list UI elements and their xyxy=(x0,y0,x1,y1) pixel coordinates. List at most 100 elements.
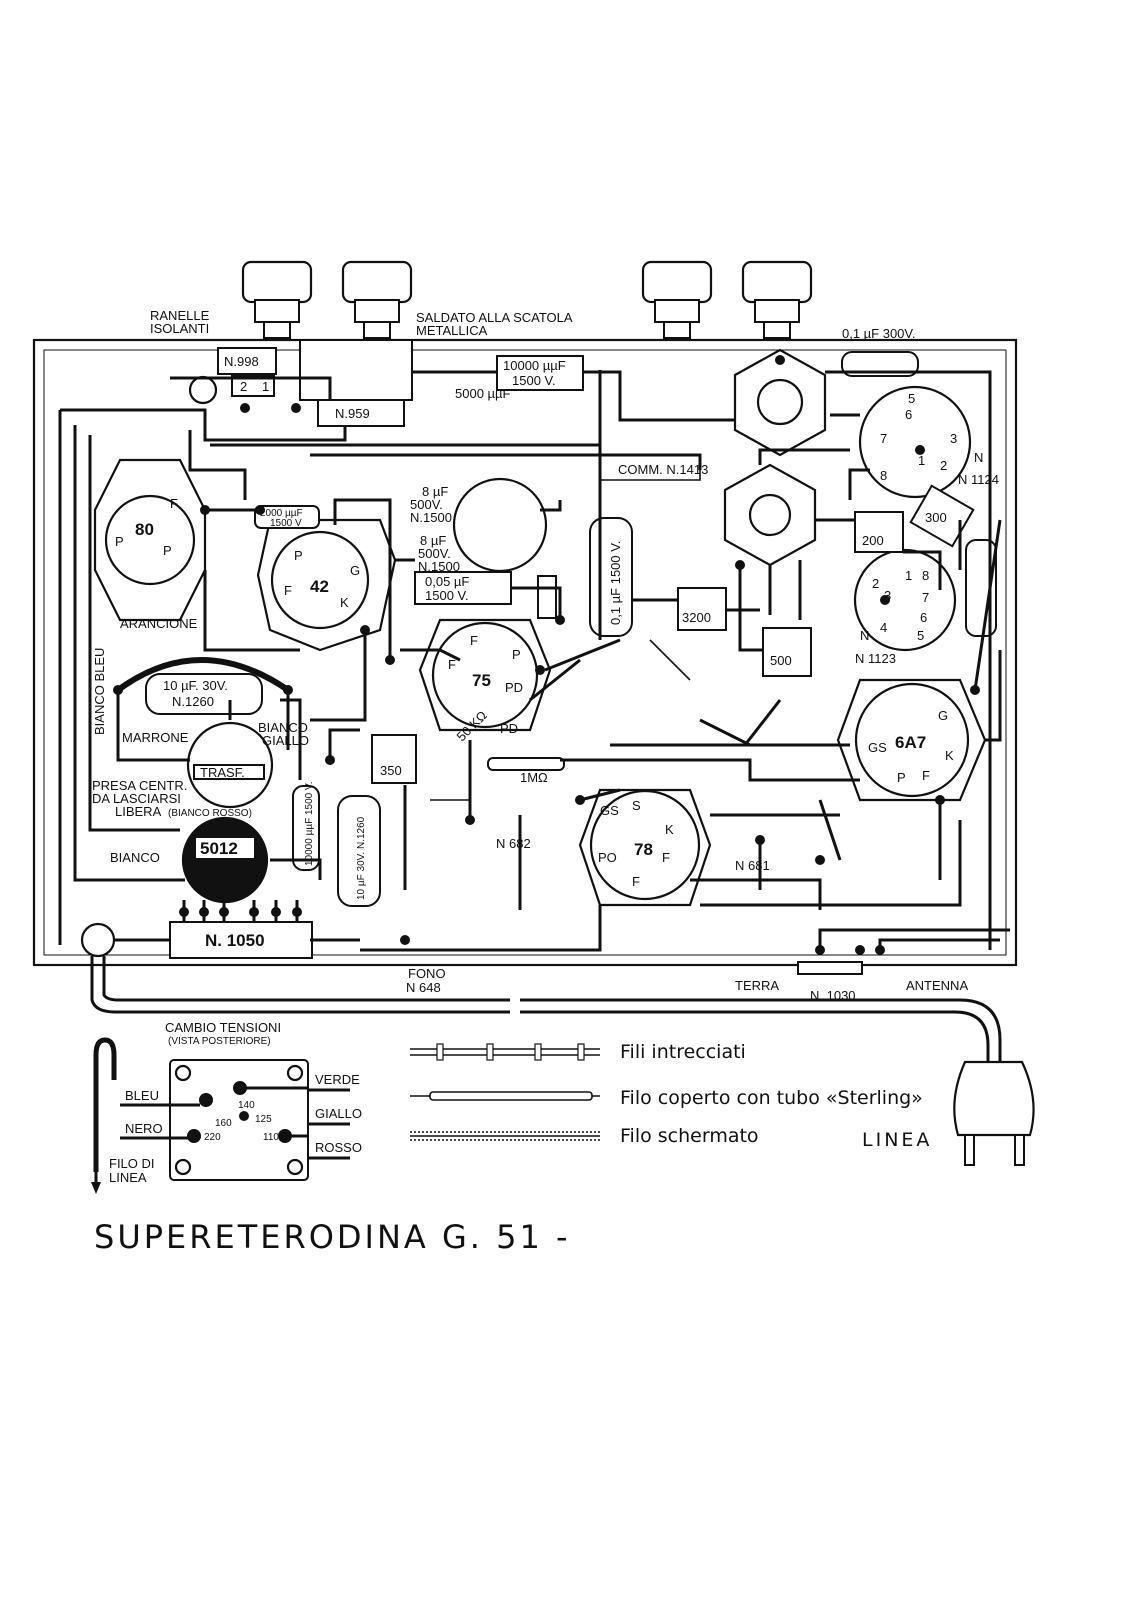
svg-text:N.1260: N.1260 xyxy=(172,694,214,709)
svg-text:N.1500: N.1500 xyxy=(418,559,460,574)
svg-text:42: 42 xyxy=(310,577,329,596)
label-bianco: BIANCO xyxy=(110,850,160,865)
svg-text:500: 500 xyxy=(770,653,792,668)
svg-text:4: 4 xyxy=(880,620,887,635)
diagram-title: SUPERETERODINA G. 51 - xyxy=(94,1218,571,1256)
cap-01-vertical: 0,1 µF 1500 V. xyxy=(589,517,633,637)
knob-2 xyxy=(341,260,413,339)
terminal-n1050: N. 1050 xyxy=(169,921,313,959)
svg-text:300: 300 xyxy=(925,510,947,525)
svg-text:N.1500: N.1500 xyxy=(410,510,452,525)
label-antenna: ANTENNA xyxy=(906,978,968,993)
svg-text:5: 5 xyxy=(908,391,915,406)
label-bianco-giallo-2: GIALLO xyxy=(262,733,309,748)
svg-text:NERO: NERO xyxy=(125,1121,163,1136)
label-n681: N 681 xyxy=(735,858,770,873)
knob-4 xyxy=(741,260,813,339)
label-n682: N 682 xyxy=(496,836,531,851)
cap-005: 0,05 µF 1500 V. xyxy=(414,571,512,605)
svg-text:5: 5 xyxy=(917,628,924,643)
svg-text:2: 2 xyxy=(940,458,947,473)
svg-text:8: 8 xyxy=(880,468,887,483)
trimmer-3200: 3200 xyxy=(677,587,727,631)
svg-text:10 µF. 30V.: 10 µF. 30V. xyxy=(163,678,228,693)
tube-6a7: 6A7 GS G K P F xyxy=(836,678,987,802)
svg-text:N.998: N.998 xyxy=(224,354,259,369)
svg-text:80: 80 xyxy=(135,520,154,539)
label-presa-2: DA LASCIARSI xyxy=(92,791,181,806)
label-presa-1: PRESA CENTR. xyxy=(92,778,187,793)
svg-text:BLEU: BLEU xyxy=(125,1088,159,1103)
svg-text:2: 2 xyxy=(240,379,247,394)
svg-text:Filo schermato: Filo schermato xyxy=(620,1125,759,1147)
svg-text:G: G xyxy=(938,708,948,723)
cap-025-small xyxy=(537,575,557,619)
wave-switch-2 xyxy=(723,463,817,567)
mains-cable xyxy=(80,922,1035,1166)
electrolytic-8uf: 8 µF 500V. N.1500 8 µF 500V. N.1500 xyxy=(410,477,548,574)
label-fono: FONO xyxy=(408,966,446,981)
svg-text:(VISTA POSTERIORE): (VISTA POSTERIORE) xyxy=(168,1036,271,1047)
cap-01-300 xyxy=(841,351,919,377)
svg-text:K: K xyxy=(665,822,674,837)
svg-text:2: 2 xyxy=(872,576,879,591)
svg-text:0,1 µF 1500 V.: 0,1 µF 1500 V. xyxy=(608,541,623,625)
svg-text:VERDE: VERDE xyxy=(315,1072,360,1087)
svg-text:6: 6 xyxy=(905,407,912,422)
label-arancione: ARANCIONE xyxy=(120,616,198,631)
svg-text:PD: PD xyxy=(500,721,518,736)
knob-3 xyxy=(641,260,713,339)
label-marrone: MARRONE xyxy=(122,730,189,745)
svg-text:0,05 µF: 0,05 µF xyxy=(425,574,469,589)
tube-78: 78 GS S K PO F F xyxy=(578,788,712,907)
svg-text:220: 220 xyxy=(204,1132,221,1143)
trimmer-300: 300 xyxy=(909,484,975,548)
legend: Fili intrecciati Filo coperto con tubo «… xyxy=(410,1041,923,1147)
svg-text:N 1124: N 1124 xyxy=(958,472,999,487)
svg-text:P: P xyxy=(512,647,521,662)
svg-text:2000 µµF: 2000 µµF xyxy=(260,508,303,519)
svg-text:N 1123: N 1123 xyxy=(855,651,896,666)
svg-text:K: K xyxy=(945,748,954,763)
svg-text:GS: GS xyxy=(868,740,887,755)
svg-text:GIALLO: GIALLO xyxy=(315,1106,362,1121)
svg-text:TRASF.: TRASF. xyxy=(200,765,245,780)
svg-text:6: 6 xyxy=(920,610,927,625)
svg-text:N: N xyxy=(974,450,983,465)
svg-text:3200: 3200 xyxy=(682,610,711,625)
legend-item-shielded: Filo schermato xyxy=(410,1125,759,1147)
svg-text:N: N xyxy=(860,628,869,643)
speaker-5012: 5012 xyxy=(181,816,269,904)
svg-text:350: 350 xyxy=(380,763,402,778)
svg-text:F: F xyxy=(448,657,456,672)
output-transformer: TRASF. xyxy=(186,721,274,809)
label-metallica: METALLICA xyxy=(416,323,488,338)
cap-10000-vertical: 10000 µµF 1500 V. xyxy=(292,781,320,871)
svg-text:S: S xyxy=(632,798,641,813)
svg-text:7: 7 xyxy=(880,431,887,446)
svg-text:P: P xyxy=(294,548,303,563)
label-bianco-giallo-1: BIANCO xyxy=(258,720,308,735)
res-1m: 1MΩ xyxy=(487,757,565,785)
svg-text:125: 125 xyxy=(255,1114,272,1125)
svg-text:1500 V.: 1500 V. xyxy=(512,373,556,388)
label-cap-5000: 5000 µµF xyxy=(455,386,511,401)
svg-text:N.959: N.959 xyxy=(335,406,370,421)
svg-text:G: G xyxy=(350,563,360,578)
svg-text:3: 3 xyxy=(950,431,957,446)
coil-n1124: 6 5 7 3 2 1 8 N N 1124 xyxy=(858,385,999,499)
svg-text:1: 1 xyxy=(905,568,912,583)
legend-item-twisted: Fili intrecciati xyxy=(410,1041,746,1063)
svg-text:78: 78 xyxy=(634,840,653,859)
svg-text:GS: GS xyxy=(600,803,619,818)
svg-text:F: F xyxy=(470,633,478,648)
svg-text:110: 110 xyxy=(263,1132,279,1143)
coil-n1123: 2 3 1 8 7 6 5 4 N N 1123 xyxy=(853,548,957,666)
svg-text:ROSSO: ROSSO xyxy=(315,1140,362,1155)
svg-text:F: F xyxy=(170,496,178,511)
svg-text:P: P xyxy=(163,543,172,558)
potentiometer xyxy=(188,375,218,405)
svg-text:7: 7 xyxy=(922,590,929,605)
label-cap-01: 0,1 µF 300V. xyxy=(842,326,916,341)
